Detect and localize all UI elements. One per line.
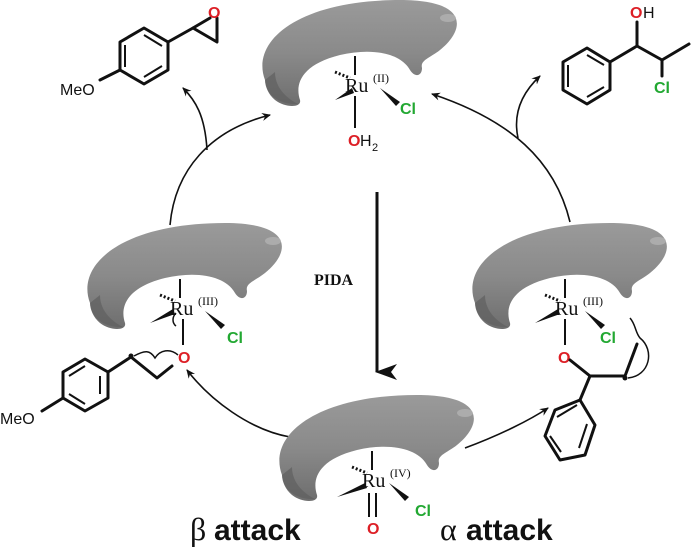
oxidation-state: (III) bbox=[583, 294, 603, 308]
arrow-to-epoxide bbox=[182, 87, 208, 151]
alpha-attack-text: attack bbox=[466, 514, 553, 547]
oxidation-state: (III) bbox=[198, 294, 218, 308]
aqua-subscript: 2 bbox=[372, 142, 378, 154]
pida-label: PIDA bbox=[314, 272, 354, 289]
beta-attack-text: attack bbox=[214, 514, 301, 547]
alkoxy-oxygen: O bbox=[178, 350, 190, 367]
arrow-bottom-to-right bbox=[464, 407, 549, 449]
oxidation-state: (II) bbox=[373, 71, 389, 85]
aqua-oxygen: O bbox=[348, 133, 360, 150]
hydroxyl-hydrogen: H bbox=[643, 5, 655, 22]
epoxide-oxygen: O bbox=[208, 5, 220, 22]
arrow-top-to-left bbox=[169, 113, 271, 226]
beta-symbol: β bbox=[190, 511, 206, 547]
beta-intermediate-fragment: MeO bbox=[0, 350, 179, 428]
complex-ru-iii-beta: Ru (III) Cl O bbox=[87, 223, 282, 367]
metal-symbol: Ru bbox=[362, 470, 385, 492]
alpha-attack-label: α attack bbox=[440, 511, 553, 547]
complex-ru-iv-oxo: Ru (IV) Cl O bbox=[279, 395, 474, 538]
alpha-symbol: α bbox=[440, 511, 457, 547]
arrow-bottom-to-left bbox=[186, 369, 291, 438]
epoxide-product: O MeO bbox=[60, 5, 220, 99]
chloride-ligand: Cl bbox=[227, 330, 243, 347]
methoxy-label: MeO bbox=[60, 82, 95, 99]
metal-symbol: Ru bbox=[170, 298, 193, 320]
alkoxy-oxygen: O bbox=[558, 350, 570, 367]
chloride-ligand: Cl bbox=[400, 101, 416, 118]
hydroxyl-oxygen: O bbox=[630, 5, 642, 22]
metal-symbol: Ru bbox=[555, 298, 578, 320]
complex-ru-iii-alpha: Ru (III) Cl O bbox=[472, 223, 667, 367]
chlorine-label: Cl bbox=[654, 80, 670, 97]
chlorohydrin-product: O H Cl bbox=[561, 5, 691, 106]
cycle-arrows bbox=[169, 75, 571, 449]
complex-ru-ii: Ru (II) Cl O H 2 bbox=[262, 0, 457, 154]
chloride-ligand: Cl bbox=[600, 330, 616, 347]
arrow-to-chlorohydrin bbox=[515, 75, 541, 139]
alpha-intermediate-fragment bbox=[543, 317, 650, 462]
oxo-oxygen: O bbox=[367, 521, 379, 538]
aqua-hydrogen: H bbox=[360, 133, 372, 150]
chloride-ligand: Cl bbox=[415, 503, 431, 520]
oxidation-state: (IV) bbox=[390, 466, 411, 480]
methoxy-label: MeO bbox=[0, 411, 35, 428]
beta-attack-label: β attack bbox=[190, 511, 301, 547]
arrow-right-to-top bbox=[431, 92, 571, 223]
metal-symbol: Ru bbox=[345, 75, 368, 97]
